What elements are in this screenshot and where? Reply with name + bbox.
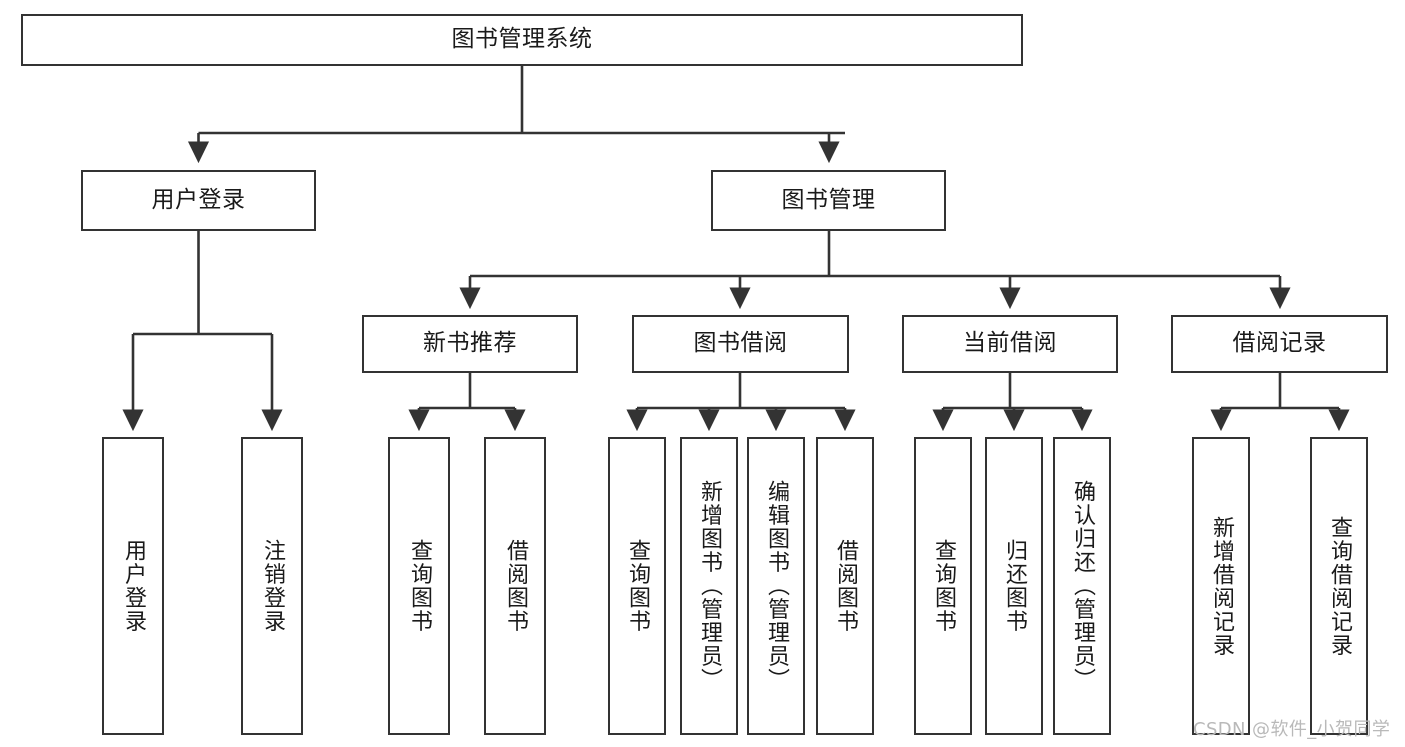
- node-borrow-record-label: 借阅记录: [1232, 330, 1327, 357]
- leaf-query-book-cur-label: 查询图书: [930, 539, 956, 633]
- leaf-return-book-label: 归还图书: [1001, 539, 1027, 633]
- node-user-login-label: 用户登录: [151, 186, 246, 213]
- node-new-book-recommend[interactable]: 新书推荐: [362, 315, 578, 373]
- node-new-book-recommend-label: 新书推荐: [423, 330, 517, 357]
- leaf-query-book-rec-label: 查询图书: [406, 539, 432, 633]
- leaf-borrow-book-rec[interactable]: 借阅图书: [484, 437, 546, 735]
- leaf-edit-book[interactable]: 编辑图书（管理员）: [747, 437, 805, 735]
- leaf-query-book-rec[interactable]: 查询图书: [388, 437, 450, 735]
- node-borrow-record[interactable]: 借阅记录: [1171, 315, 1388, 373]
- leaf-borrow-book[interactable]: 借阅图书: [816, 437, 874, 735]
- leaf-query-book-borrow[interactable]: 查询图书: [608, 437, 666, 735]
- node-current-borrow[interactable]: 当前借阅: [902, 315, 1118, 373]
- leaf-confirm-return[interactable]: 确认归还（管理员）: [1053, 437, 1111, 735]
- leaf-user-login-label: 用户登录: [120, 539, 146, 633]
- node-root-label: 图书管理系统: [451, 26, 593, 53]
- leaf-borrow-book-label: 借阅图书: [832, 539, 858, 633]
- leaf-return-book[interactable]: 归还图书: [985, 437, 1043, 735]
- leaf-add-book-label: 新增图书（管理员）: [696, 480, 722, 692]
- leaf-add-book[interactable]: 新增图书（管理员）: [680, 437, 738, 735]
- leaf-query-book-borrow-label: 查询图书: [624, 539, 650, 633]
- node-book-management[interactable]: 图书管理: [711, 170, 946, 231]
- leaf-query-book-cur[interactable]: 查询图书: [914, 437, 972, 735]
- node-book-borrow[interactable]: 图书借阅: [632, 315, 849, 373]
- leaf-add-borrow-record[interactable]: 新增借阅记录: [1192, 437, 1250, 735]
- leaf-add-borrow-record-label: 新增借阅记录: [1208, 515, 1234, 657]
- leaf-confirm-return-label: 确认归还（管理员）: [1069, 480, 1095, 692]
- node-root[interactable]: 图书管理系统: [21, 14, 1023, 66]
- node-book-management-label: 图书管理: [781, 186, 876, 213]
- leaf-user-logout[interactable]: 注销登录: [241, 437, 303, 735]
- leaf-query-borrow-record-label: 查询借阅记录: [1326, 515, 1352, 657]
- leaf-query-borrow-record[interactable]: 查询借阅记录: [1310, 437, 1368, 735]
- leaf-borrow-book-rec-label: 借阅图书: [502, 539, 528, 633]
- node-user-login[interactable]: 用户登录: [81, 170, 316, 231]
- leaf-edit-book-label: 编辑图书（管理员）: [763, 480, 789, 692]
- node-current-borrow-label: 当前借阅: [963, 330, 1057, 357]
- leaf-user-login[interactable]: 用户登录: [102, 437, 164, 735]
- node-book-borrow-label: 图书借阅: [693, 330, 788, 357]
- leaf-user-logout-label: 注销登录: [259, 539, 285, 633]
